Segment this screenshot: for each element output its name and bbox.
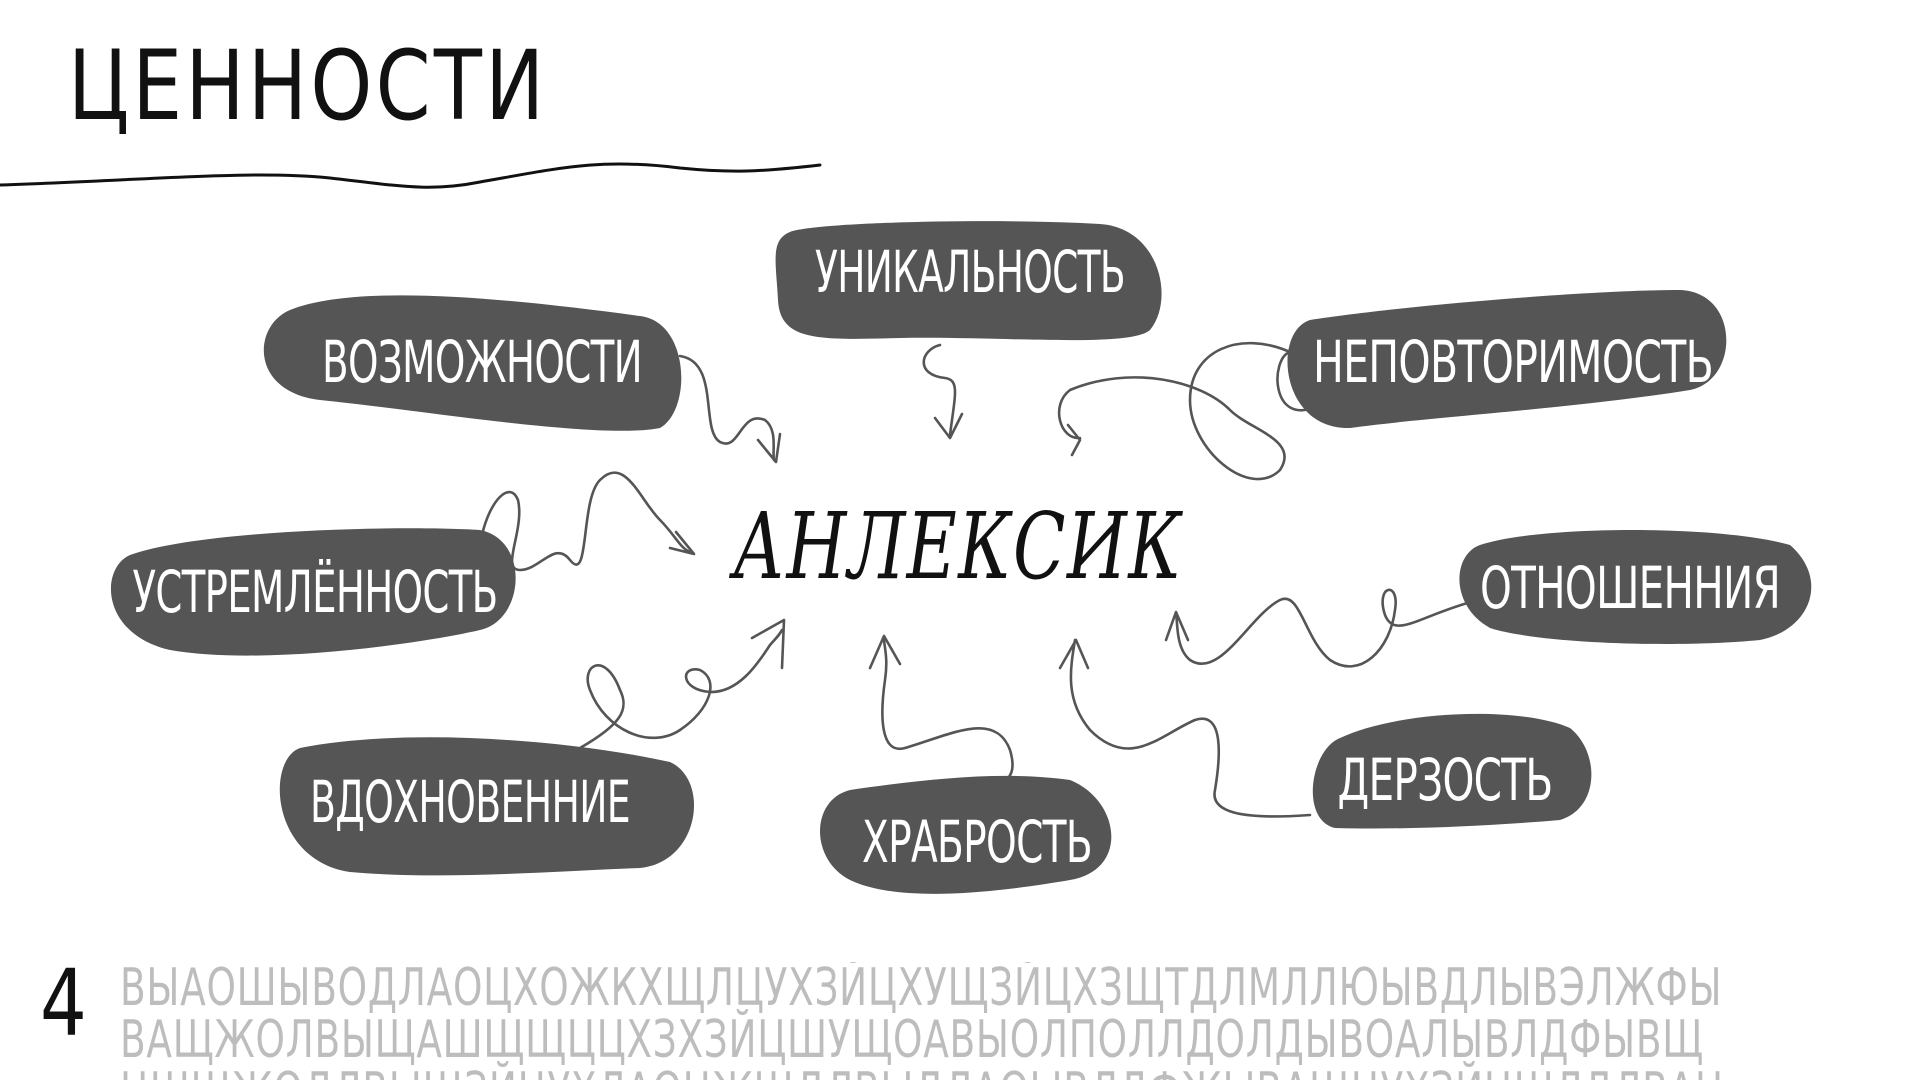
pattern-line: ВЫАОШЫВОДЛАОЦХОЖКХЩЛЦУХЗЙЦХУЩЗЙЦХЗЩТДЛМЛ…: [120, 962, 1723, 1018]
node-label-uniqueness: УНИКАЛЬНОСТЬ: [815, 238, 1125, 306]
arrow-possibilities: [678, 354, 782, 464]
blob-uniqueness: [775, 221, 1162, 341]
blob-determination: [110, 528, 516, 656]
node-label-courage: ХРАБРОСТЬ: [862, 808, 1092, 876]
arrow-determination: [480, 471, 696, 572]
arrow-inspiration: [578, 618, 786, 750]
blob-courage: [820, 775, 1112, 894]
blob-boldness: [1312, 713, 1592, 829]
pattern-line: ВАЩЖОЛВЫЩАШЩЩЦЦХЗХЗЙЦШУЩОАВЫОЛПОЛЛДОЛДЫВ…: [120, 1010, 1704, 1070]
arrow-boldness: [1058, 638, 1312, 818]
decorative-letter-pattern: ВЫАОШЫВОДЛАОЦХОЖКХЩЛЦУХЗЙЦХУЩЗЙЦХЗЩТДЛМЛ…: [120, 962, 1920, 1080]
node-label-determination: УСТРЕМЛЁННОСТЬ: [133, 558, 498, 626]
pattern-line: ЦШЩЖОДЛВЫЩЗЙЦУХЛАОЦЖЩДЛВЫДЛАОЫВЛДФЖЫВАЩЦ…: [120, 1066, 1724, 1080]
node-label-relationships: ОТНОШЕННИЯ: [1480, 554, 1780, 622]
node-label-inimitability: НЕПОВТОРИМОСТЬ: [1313, 328, 1713, 396]
node-label-inspiration: ВДОХНОВЕННИЕ: [310, 768, 630, 836]
blob-relationships: [1459, 530, 1812, 644]
node-label-boldness: ДЕРЗОСТЬ: [1338, 746, 1553, 814]
node-label-possibilities: ВОЗМОЖНОСТИ: [322, 328, 642, 396]
page-number: 4: [40, 950, 87, 1057]
arrows: [480, 341, 1480, 818]
center-label: АНЛЕКСИК: [729, 493, 1184, 600]
arrow-courage: [868, 634, 1014, 787]
title-underline: [0, 162, 822, 189]
blob-inspiration: [279, 737, 694, 876]
arrow-uniqueness: [922, 343, 964, 440]
blob-possibilities: [263, 295, 682, 431]
arrow-inimitability: [1057, 341, 1322, 481]
blob-inimitability: [1287, 290, 1727, 429]
page-title: ЦЕННОСТИ: [68, 30, 548, 142]
arrow-relationships: [1164, 588, 1480, 668]
